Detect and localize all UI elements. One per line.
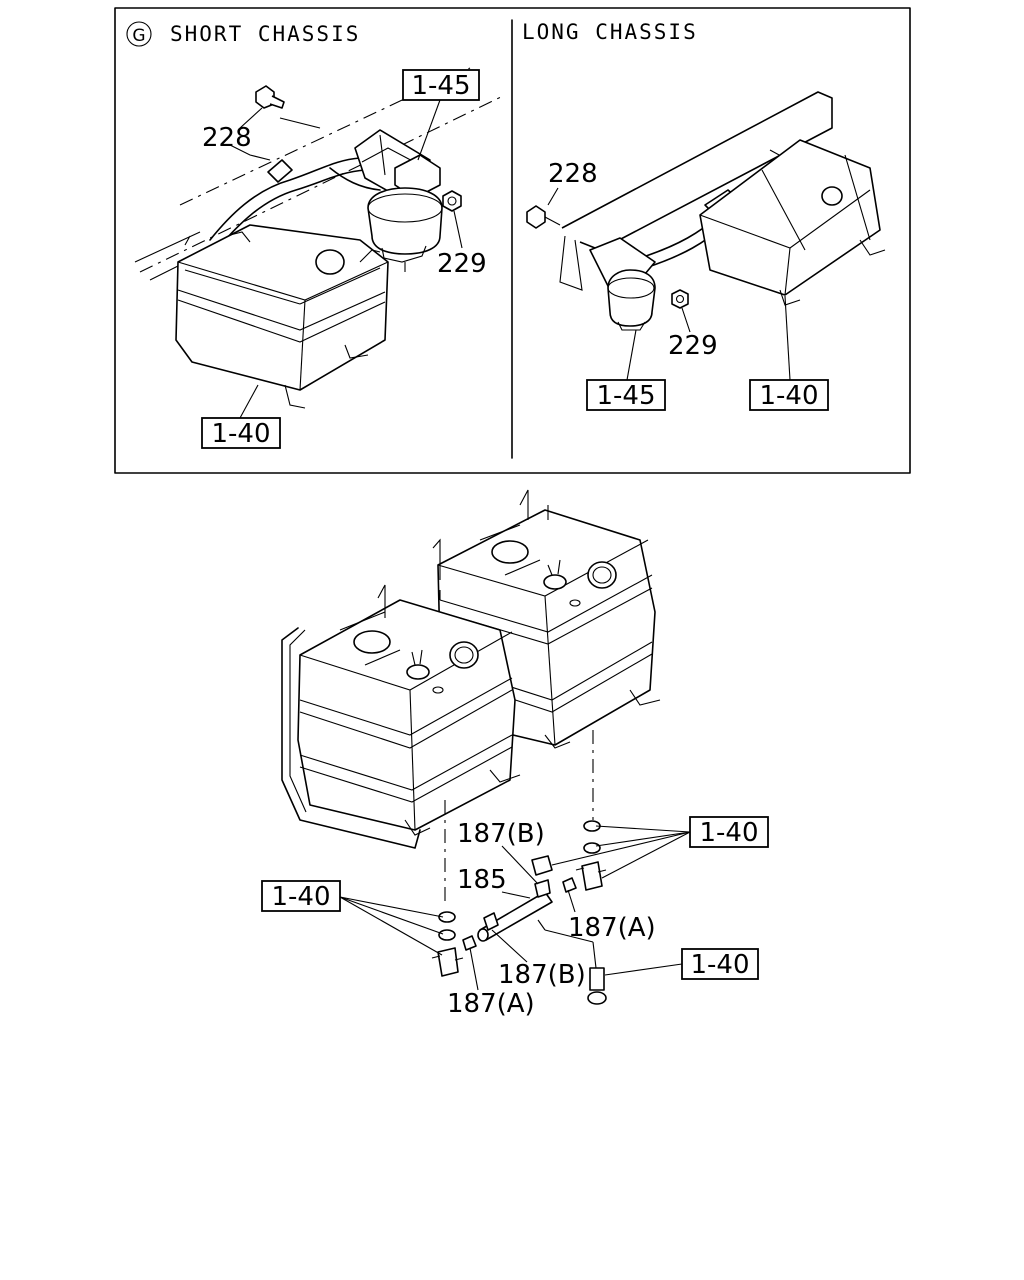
ref-upper-right: 1-40 [699,818,758,848]
short-chassis-drawing [134,67,506,419]
short-bolt-label: 228 [202,123,252,153]
fuel-pipe-assembly [431,820,607,1005]
long-tank-ref: 1-40 [759,381,818,411]
short-nut-label: 229 [437,249,487,279]
short-filter-ref: 1-45 [411,71,470,101]
dual-fuel-tanks [281,489,661,849]
long-chassis-drawing [526,91,886,381]
long-filter-ref: 1-45 [596,381,655,411]
short-tank-ref: 1-40 [211,419,270,449]
inset-frame [114,7,911,474]
section-marker: G [132,26,145,46]
ref-left: 1-40 [271,882,330,912]
label-187a-left: 187(A) [447,989,535,1019]
ref-box-lower-right [681,948,759,980]
ref-box-upper-right [689,816,769,848]
label-187a-right: 187(A) [568,913,656,943]
short-chassis-title: SHORT CHASSIS [170,22,360,46]
label-187b-bottom: 187(B) [498,960,586,990]
long-nut-label: 229 [668,331,718,361]
long-chassis-title: LONG CHASSIS [522,20,698,44]
ref-box-left [261,880,341,912]
leader-lines [339,825,691,991]
ref-lower-right: 1-40 [690,950,749,980]
label-185-pipe: 185 [457,865,507,895]
short-filter-ref-box [402,69,480,101]
long-tank-ref-box [749,379,829,411]
section-marker-circle [126,21,152,47]
short-tank-ref-box [201,417,281,449]
long-bolt-label: 228 [548,159,598,189]
long-filter-ref-box [586,379,666,411]
label-187b-top: 187(B) [457,819,545,849]
